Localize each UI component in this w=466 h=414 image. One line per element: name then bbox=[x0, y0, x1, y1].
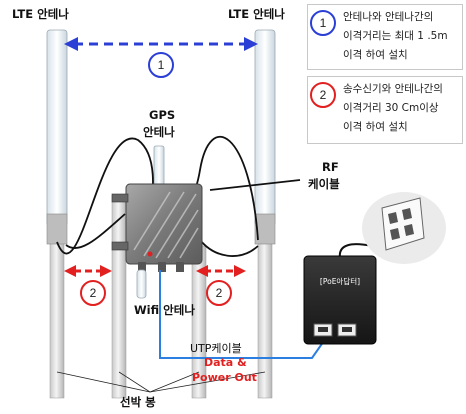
note-1-line2: 이격거리는 최대 1 .5m bbox=[343, 30, 448, 42]
poe-adapter bbox=[303, 243, 384, 345]
ship-poles bbox=[49, 195, 273, 399]
poe-adapter-label: [PoE아답터] bbox=[319, 277, 361, 286]
marker-1-diagram: 1 bbox=[148, 52, 174, 78]
note-1-marker: 1 bbox=[310, 10, 336, 36]
lte-antenna-right bbox=[254, 29, 276, 245]
note-2-marker: 2 bbox=[310, 82, 336, 108]
note-2-text: 송수신기와 안테나간의 이격거리 30 Cm이상 이격 하여 설치 bbox=[343, 80, 443, 137]
rf-cable-label-line1: RF bbox=[322, 160, 339, 174]
marker-2-right: 2 bbox=[206, 280, 232, 306]
data-power-label-line1: Data & bbox=[204, 356, 247, 369]
note-2-line2: 이격거리 30 Cm이상 bbox=[343, 102, 439, 114]
gps-antenna bbox=[153, 145, 165, 187]
gps-label-line2: 안테나 bbox=[143, 125, 175, 139]
lte-antenna-left bbox=[46, 29, 68, 245]
note-1-line3: 이격 하여 설치 bbox=[343, 49, 408, 61]
note-2-line3: 이격 하여 설치 bbox=[343, 121, 408, 133]
wifi-antenna-label: Wifi 안테나 bbox=[134, 303, 195, 317]
antenna-spacing-arrow bbox=[64, 37, 258, 51]
ship-pole-label: 선박 봉 bbox=[120, 395, 156, 409]
red-spacing-arrows bbox=[64, 265, 246, 277]
lte-antenna-left-label: LTE 안테나 bbox=[12, 7, 69, 21]
wall-outlet bbox=[362, 192, 446, 264]
data-power-label-line2: Power Out bbox=[192, 371, 257, 384]
rf-cable-label-line2: 케이블 bbox=[308, 177, 340, 191]
note-1-text: 안테나와 안테나간의 이격거리는 최대 1 .5m 이격 하여 설치 bbox=[343, 8, 448, 65]
gps-label-line1: GPS bbox=[149, 108, 176, 122]
transceiver-box bbox=[111, 183, 203, 272]
marker-2-left: 2 bbox=[80, 280, 106, 306]
utp-cable bbox=[159, 270, 327, 359]
utp-cable-label: UTP케이블 bbox=[190, 342, 242, 355]
pole-label-lines bbox=[56, 371, 266, 393]
note-1-line1: 안테나와 안테나간의 bbox=[343, 11, 434, 23]
note-2-line1: 송수신기와 안테나간의 bbox=[343, 83, 443, 95]
lte-antenna-right-label: LTE 안테나 bbox=[228, 7, 285, 21]
wifi-antenna bbox=[136, 269, 147, 299]
